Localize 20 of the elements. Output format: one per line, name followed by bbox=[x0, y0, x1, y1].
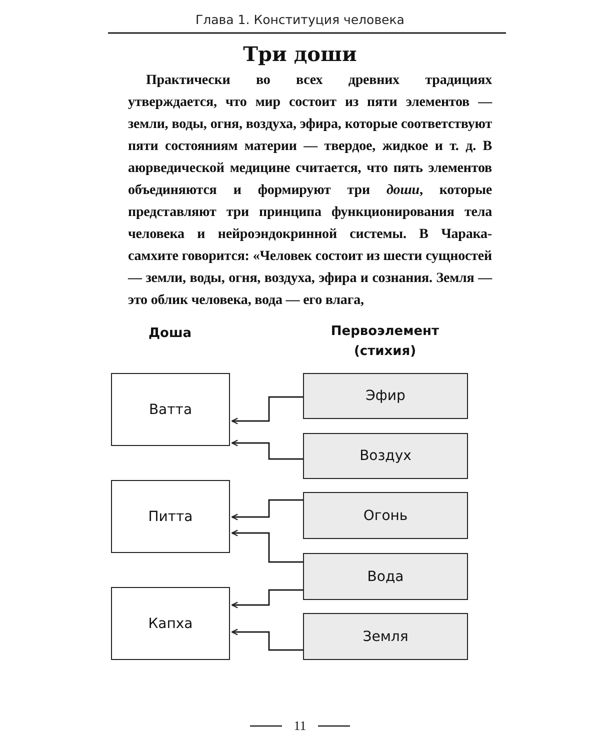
page-number: 11 bbox=[292, 718, 308, 734]
arrow bbox=[231, 499, 303, 520]
body-paragraph: Практически во всех древних традициях утверждается, что мир состоит из пяти элементов — земли, воды, огня, воздуха, эфира, которые соответствуют пяти состояниям материи — твердое, жидкое и т. д. В аюрведической медицине считается, что пять элементов объединяются и формируют три доши, которые представляют три принципа функционирования тела человека и нейроэндокринной системы. В Чарака-самхите говорится: «Человек состоит из шести сущностей — земли, воды, огня, воздуха, эфира и сознания. Земля — это облик человека, вода — его влага, bbox=[128, 72, 492, 310]
column-heading: Доша bbox=[147, 326, 193, 341]
element-box: Вода bbox=[303, 553, 468, 600]
element-box: Эфир bbox=[303, 373, 468, 419]
page-title: Три доши bbox=[242, 42, 358, 66]
dosha-box: Ватта bbox=[111, 373, 230, 446]
element-box: Воздух bbox=[303, 433, 468, 479]
dosha-box: Капха bbox=[111, 587, 230, 660]
arrow bbox=[231, 628, 303, 651]
arrow bbox=[231, 396, 303, 424]
arrow bbox=[231, 530, 303, 563]
column-heading: Первоэлемент (стихия) bbox=[330, 323, 440, 361]
arrow bbox=[231, 589, 303, 608]
element-box: Земля bbox=[303, 613, 468, 660]
element-box: Огонь bbox=[303, 492, 468, 539]
running-header: Глава 1. Конституция человека bbox=[194, 12, 406, 27]
arrow bbox=[231, 440, 303, 460]
dosha-box: Питта bbox=[111, 480, 230, 553]
